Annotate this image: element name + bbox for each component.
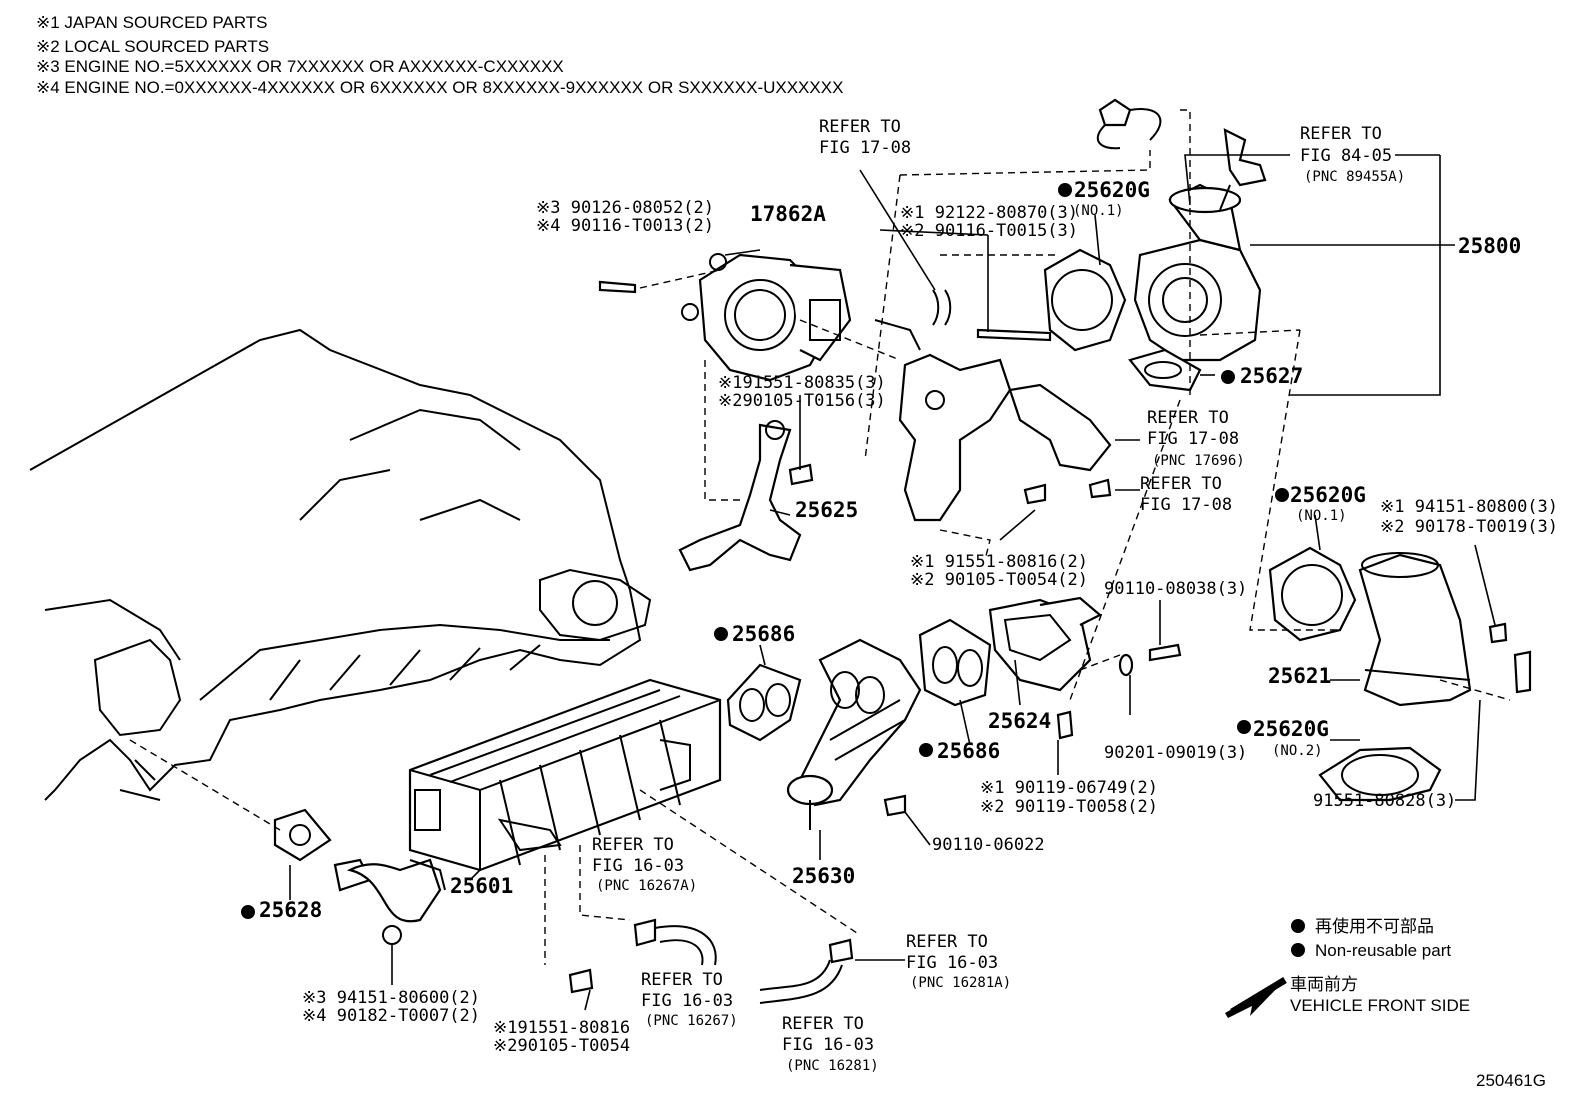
bolt-bottom-2: ※290105-T0054	[493, 1036, 630, 1056]
bolt-low-1: ※1 90119-06749(2)	[980, 778, 1158, 798]
refer-1603c-c: (PNC 16281A)	[910, 975, 1011, 991]
part-labels: REFER TO FIG 17-08 REFER TO FIG 84-05 (P…	[259, 117, 1558, 1074]
label-25620G-c-sub: (NO.2)	[1272, 743, 1323, 759]
bolt-25625-1: ※191551-80835(3)	[718, 373, 886, 393]
refer-8405-c: (PNC 89455A)	[1304, 169, 1405, 185]
legend-en-front: VEHICLE FRONT SIDE	[1290, 996, 1470, 1015]
dashed-lines	[129, 109, 1511, 965]
refer-1708-mid-b: FIG 17-08	[1147, 429, 1239, 449]
legend-jp-front: 車両前方	[1290, 975, 1358, 994]
refer-1603c-a: REFER TO	[906, 932, 988, 952]
bolt-bottom-1: ※191551-80816	[493, 1018, 630, 1038]
label-90110-06022: 90110-06022	[932, 835, 1045, 855]
gasket-25620G-c	[1318, 746, 1442, 802]
refer-1603d-c: (PNC 16281)	[786, 1058, 879, 1074]
label-25620G-a-sub: (NO.1)	[1073, 203, 1124, 219]
refer-1708-mid-c: (PNC 17696)	[1152, 453, 1245, 469]
legend-jp-nonreusable: 再使用不可部品	[1315, 916, 1434, 936]
gasket-25686-b	[918, 618, 992, 707]
engine-block-outline	[29, 328, 652, 801]
legend: 再使用不可部品 Non-reusable part 車両前方 VEHICLE F…	[1225, 916, 1470, 1018]
refer-8405-a: REFER TO	[1300, 124, 1382, 144]
note-4: ※4 ENGINE NO.=0XXXXXX-4XXXXXX OR 6XXXXXX…	[36, 78, 843, 97]
nut-left-2: ※4 90182-T0007(2)	[302, 1006, 480, 1026]
label-25800: 25800	[1458, 234, 1521, 258]
egr-pipe-25628	[273, 808, 446, 945]
refer-1603a-c: (PNC 16267A)	[596, 878, 697, 894]
refer-1603a-a: REFER TO	[592, 835, 674, 855]
nonreusable-dots	[241, 183, 1289, 919]
label-17862A: 17862A	[750, 202, 826, 226]
refer-1708-low-b: FIG 17-08	[1140, 495, 1232, 515]
refer-1603a-b: FIG 16-03	[592, 856, 684, 876]
bolt-mid-1: ※1 92122-80870(3)	[900, 203, 1078, 223]
label-25620G-b-sub: (NO.1)	[1296, 508, 1347, 524]
note-3: ※3 ENGINE NO.=5XXXXXX OR 7XXXXXX OR AXXX…	[36, 57, 564, 76]
egr-elbow-25621	[1358, 552, 1472, 707]
label-25625: 25625	[795, 498, 858, 522]
bracket-center	[898, 353, 1112, 522]
adaptor-25624	[988, 596, 1102, 692]
egr-cooler-25601	[408, 678, 722, 872]
label-25601: 25601	[450, 874, 513, 898]
bolt-mid-2: ※2 90116-T0015(3)	[900, 221, 1078, 241]
leader-lines	[289, 154, 1496, 1011]
header-notes: ※1 JAPAN SOURCED PARTS ※2 LOCAL SOURCED …	[36, 13, 843, 97]
refer-1603b-a: REFER TO	[641, 970, 723, 990]
gasket-25686-a	[726, 663, 802, 742]
label-25620G-b: 25620G	[1290, 483, 1366, 507]
label-25620G-a: 25620G	[1074, 178, 1150, 202]
legend-en-nonreusable: Non-reusable part	[1315, 941, 1451, 960]
refer-1708-top-b: FIG 17-08	[819, 138, 911, 158]
label-25628: 25628	[259, 898, 322, 922]
gasket-25620G-b	[1268, 546, 1357, 642]
label-25624: 25624	[988, 709, 1051, 733]
refer-1603b-c: (PNC 16267)	[645, 1013, 738, 1029]
bracket-25625	[678, 420, 802, 572]
label-25621: 25621	[1268, 664, 1331, 688]
refer-1603d-a: REFER TO	[782, 1014, 864, 1034]
label-25627: 25627	[1240, 364, 1303, 388]
bolt-25625-2: ※290105-T0156(3)	[718, 391, 886, 411]
bolt-top-2: ※4 90116-T0013(2)	[536, 216, 714, 236]
bolt-low-2: ※2 90119-T0058(2)	[980, 797, 1158, 817]
refer-1708-top-a: REFER TO	[819, 117, 901, 137]
refer-1603c-b: FIG 16-03	[906, 953, 998, 973]
refer-1603b-b: FIG 16-03	[641, 991, 733, 1011]
note-2: ※2 LOCAL SOURCED PARTS	[36, 37, 269, 56]
bolt-center-2: ※2 90105-T0054(2)	[910, 570, 1088, 590]
nut-left-1: ※3 94151-80600(2)	[302, 988, 480, 1008]
label-25686-b: 25686	[937, 739, 1000, 763]
refer-1708-low-a: REFER TO	[1140, 474, 1222, 494]
label-25620G-c: 25620G	[1253, 717, 1329, 741]
bolt-right-2: ※2 90178-T0019(3)	[1380, 517, 1558, 537]
label-25686-a: 25686	[732, 622, 795, 646]
label-90110-08038: 90110-08038(3)	[1104, 579, 1247, 599]
fasteners	[568, 280, 1532, 1004]
egr-valve-body-25630	[786, 638, 922, 830]
refer-1708-mid-a: REFER TO	[1147, 408, 1229, 428]
bolt-center-1: ※1 91551-80816(2)	[910, 552, 1088, 572]
egr-valve-25800	[1096, 98, 1267, 362]
note-1: ※1 JAPAN SOURCED PARTS	[36, 13, 268, 32]
gasket-25627	[1128, 348, 1202, 392]
label-25630: 25630	[792, 864, 855, 888]
figure-id: 250461G	[1476, 1071, 1546, 1090]
refer-8405-b: FIG 84-05	[1300, 146, 1392, 166]
refer-1603d-b: FIG 16-03	[782, 1035, 874, 1055]
bolt-right-1: ※1 94151-80800(3)	[1380, 497, 1558, 517]
throttle-body-17862A	[681, 253, 852, 382]
gasket-25620G-a	[1043, 248, 1127, 352]
label-91551-80828: 91551-80828(3)	[1313, 791, 1456, 811]
bolt-top-1: ※3 90126-08052(2)	[536, 198, 714, 218]
label-90201: 90201-09019(3)	[1104, 743, 1247, 763]
